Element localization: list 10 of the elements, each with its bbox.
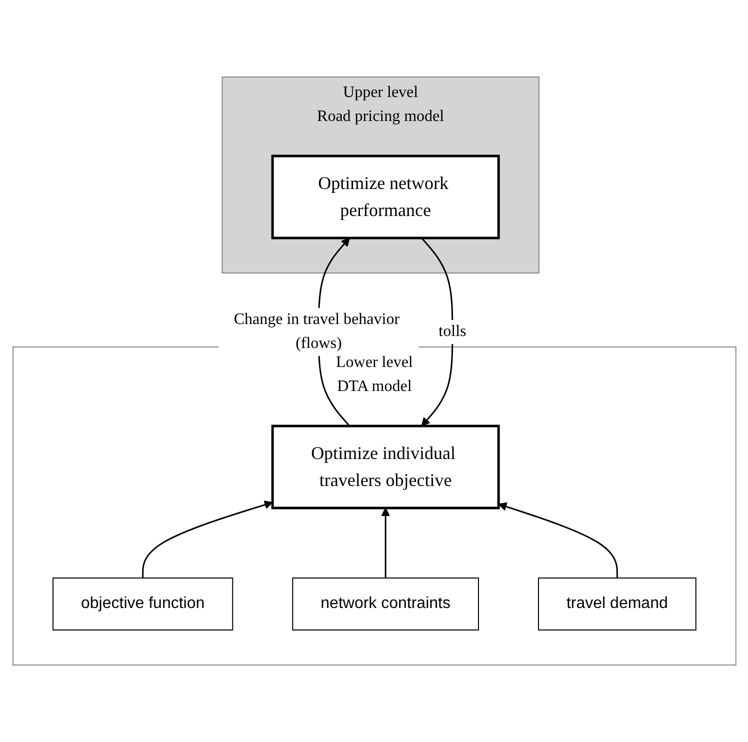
node-box: Optimize network performance xyxy=(270,154,500,240)
arrow xyxy=(498,502,618,578)
node-box: travel demand xyxy=(538,578,696,630)
node-box: Optimize individual travelers objective xyxy=(270,424,500,510)
node-box: objective function xyxy=(52,578,233,630)
arrow xyxy=(420,238,453,426)
arrow xyxy=(380,508,390,578)
edge-label: tolls xyxy=(438,323,466,340)
arrow xyxy=(142,500,273,578)
node-box: network contraints xyxy=(292,578,479,630)
